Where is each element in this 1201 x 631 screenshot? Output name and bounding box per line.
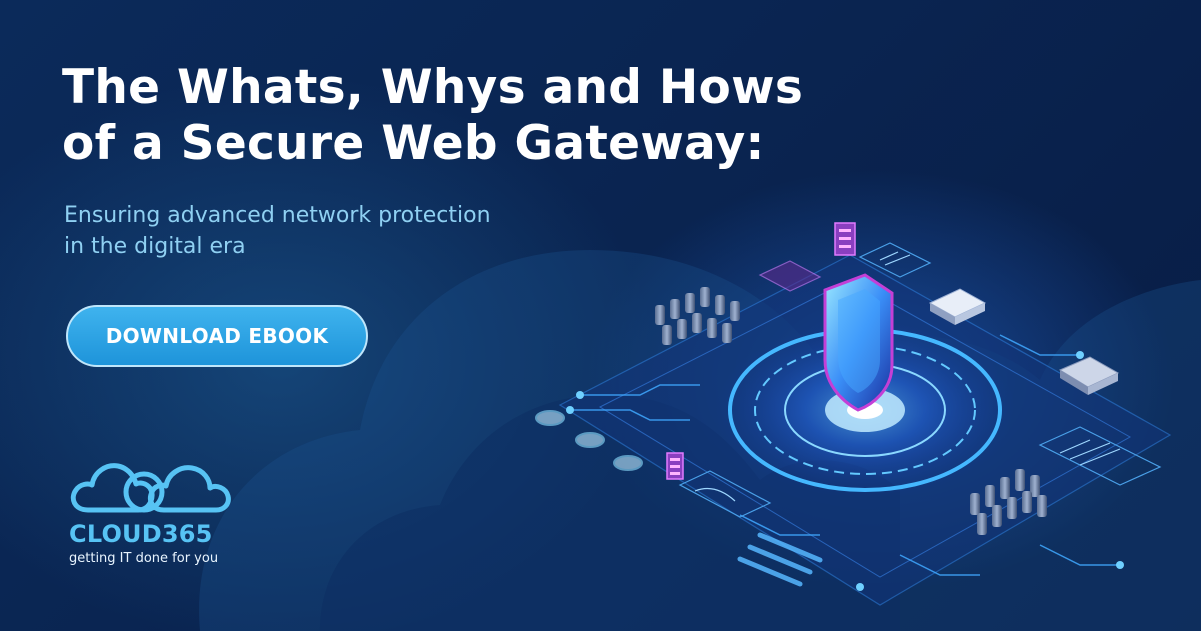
drive-icon — [1058, 356, 1120, 395]
server-icon-lower — [666, 452, 684, 480]
subtitle-line-2: in the digital era — [64, 234, 246, 259]
download-ebook-button[interactable]: DOWNLOAD EBOOK — [66, 305, 368, 367]
cylinder-icon — [655, 287, 740, 345]
logo-name: CLOUD365 — [69, 520, 213, 548]
bar-strip-icon — [737, 532, 823, 587]
subtitle: Ensuring advanced network protection in … — [64, 200, 491, 262]
logo-tagline: getting IT done for you — [69, 551, 219, 566]
subtitle-line-1: Ensuring advanced network protection — [64, 203, 491, 228]
title-line-1: The Whats, Whys and Hows — [62, 60, 804, 115]
title-line-2: of a Secure Web Gateway: — [62, 116, 765, 171]
server-icon — [834, 222, 856, 256]
circuit-icon — [570, 334, 1120, 576]
security-shield-icon — [823, 273, 894, 412]
security-platform-illustration — [535, 222, 1172, 606]
page-title: The Whats, Whys and Hows of a Secure Web… — [62, 60, 803, 172]
chip-icon — [928, 288, 987, 325]
cloud365-logo: CLOUD365 getting IT done for you — [66, 448, 246, 578]
cylinder-icon-right — [970, 469, 1047, 535]
data-panel-icon — [678, 242, 1162, 518]
status-ring-icon — [535, 410, 643, 471]
cloud-logo-icon — [70, 463, 231, 513]
